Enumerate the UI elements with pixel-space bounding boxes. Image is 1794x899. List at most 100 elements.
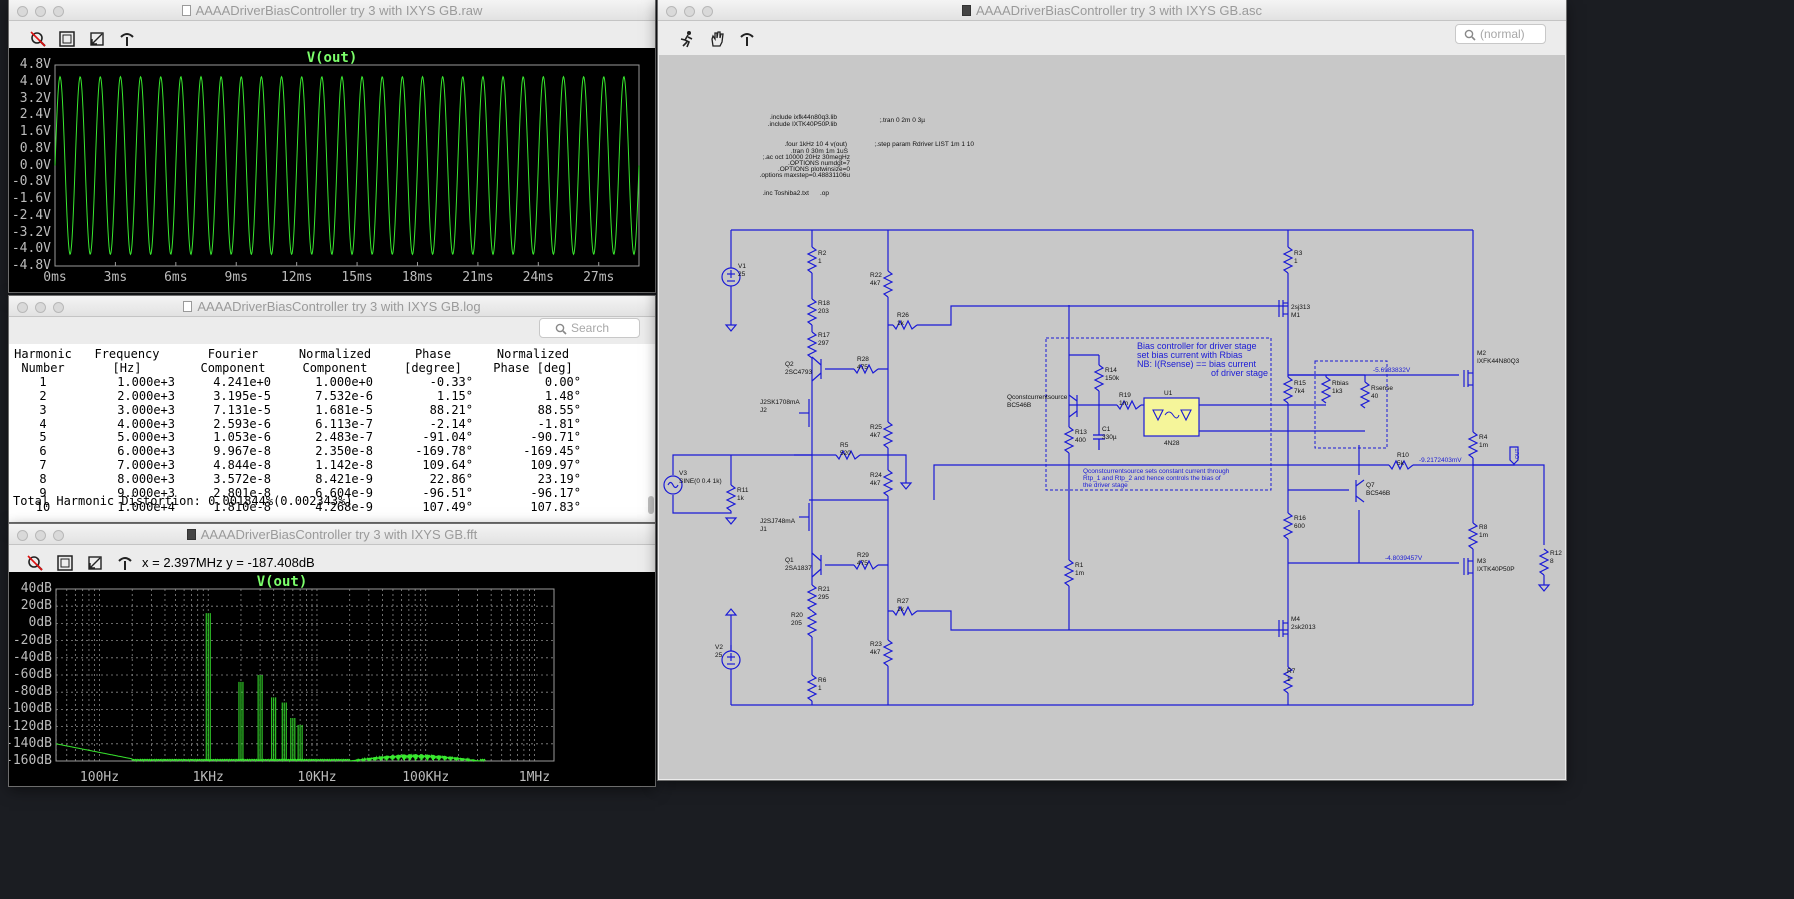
waveform-trace [54, 64, 640, 267]
minimize-button[interactable] [35, 530, 46, 541]
component-name: C1 [1102, 426, 1111, 433]
close-button[interactable] [17, 530, 28, 541]
component-value: 1k [897, 320, 905, 327]
note-text: the driver stage [1083, 482, 1128, 489]
minimize-button[interactable] [684, 6, 695, 17]
table-cell: 1.000e+4 [117, 499, 175, 514]
schematic-titlebar[interactable]: AAAADriverBiasController try 3 with IXYS… [658, 0, 1566, 21]
annotation-boxes [1045, 337, 1388, 491]
component-value: 330µ [1102, 434, 1117, 441]
raw-titlebar[interactable]: AAAADriverBiasController try 3 with IXYS… [9, 0, 655, 21]
table-cell: 1.48° [544, 388, 581, 403]
component-name: U1 [1164, 390, 1173, 397]
component-name: R15 [1294, 380, 1306, 387]
zoom-button[interactable] [53, 6, 64, 17]
zoom-back-icon[interactable] [84, 552, 106, 574]
zoom-button[interactable] [53, 302, 64, 313]
resistor-r-bias [1320, 376, 1332, 404]
resistor-r13 [1063, 426, 1075, 454]
zoom-off-icon[interactable] [24, 552, 46, 574]
run-icon[interactable] [676, 28, 698, 50]
close-button[interactable] [666, 6, 677, 17]
table-cell: -0.33° [429, 374, 473, 389]
resistor-r27 [892, 605, 918, 617]
raw-window: AAAADriverBiasController try 3 with IXYS… [9, 0, 655, 292]
resistor-r24 [882, 469, 894, 497]
resistor-r26 [892, 319, 918, 331]
out-flag-label: OUT [1515, 448, 1521, 459]
zoom-button[interactable] [702, 6, 713, 17]
resistor-r7 [1282, 666, 1294, 694]
pan-hand-icon[interactable] [706, 28, 728, 50]
y-tick-label: 3.2V [19, 90, 51, 106]
log-titlebar[interactable]: AAAADriverBiasController try 3 with IXYS… [9, 296, 655, 317]
component-value: 297 [818, 340, 829, 347]
directive-text: .inc Toshiba2.txt [763, 190, 810, 197]
zoom-full-icon[interactable] [54, 552, 76, 574]
component-name: R23 [870, 641, 882, 648]
schematic-canvas[interactable]: .include ixfk44n80q3.lib .include IXTK40… [659, 55, 1565, 779]
fft-noise-trace [55, 743, 486, 763]
component-value: 295 [818, 594, 829, 601]
table-cell: -96.51° [422, 486, 473, 501]
zoom-off-icon[interactable] [27, 28, 49, 50]
component-value: 2sk2013 [1291, 624, 1316, 631]
directive-text: .OPTIONS numdgt=7 [788, 160, 850, 167]
window-controls [17, 528, 71, 546]
minimize-button[interactable] [35, 302, 46, 313]
component-name: Qconstcurrentsource [1007, 394, 1068, 401]
document-icon [181, 5, 191, 16]
probe-icon[interactable] [116, 28, 138, 50]
resistor-r1 [1063, 559, 1075, 587]
note-text: Qconstcurrentsource sets constant curren… [1083, 468, 1230, 475]
column-header: Normalized [298, 347, 372, 361]
close-button[interactable] [17, 302, 28, 313]
component-value: 25 [715, 652, 723, 659]
optocoupler-u1 [1143, 397, 1200, 437]
component-name: V1 [738, 263, 746, 270]
thd-line: Total Harmonic Distortion: 0.001844%(0.0… [13, 494, 353, 508]
x-tick-label: 21ms [462, 270, 494, 285]
document-icon [183, 301, 193, 312]
zoom-full-icon[interactable] [56, 28, 78, 50]
table-cell: 8.421e-9 [315, 472, 373, 487]
document-icon [186, 529, 196, 540]
component-value: 1m [1479, 442, 1488, 449]
component-value: 475 [857, 560, 868, 567]
component-value: 1 [1287, 676, 1291, 683]
fft-toolbar: x = 2.397MHz y = -187.408dB [9, 545, 655, 579]
bias-note: Bias controller for driver stage set bia… [1137, 341, 1268, 378]
component-name: Q2 [785, 361, 794, 368]
schematic-search-field[interactable]: (normal) [1455, 24, 1546, 44]
table-cell: 2.350e-8 [315, 444, 373, 459]
zoom-button[interactable] [53, 530, 64, 541]
directive-text: ;.tran 0 2m 0 3µ [879, 117, 925, 124]
zoom-back-icon[interactable] [86, 28, 108, 50]
component-name: R4 [1479, 434, 1488, 441]
directive-text: .op [820, 190, 829, 197]
fft-window-title: AAAADriverBiasController try 3 with IXYS… [200, 527, 478, 542]
fft-titlebar[interactable]: AAAADriverBiasController try 3 with IXYS… [9, 524, 655, 545]
table-cell: 22.86° [429, 472, 473, 487]
voltage-label: -5.6983832V [1373, 367, 1411, 374]
close-button[interactable] [17, 6, 28, 17]
log-search-field[interactable]: Search [539, 318, 640, 338]
table-cell: 1.810e-8 [213, 499, 271, 514]
probe-icon[interactable] [114, 552, 136, 574]
probe-icon[interactable] [736, 28, 758, 50]
minimize-button[interactable] [35, 6, 46, 17]
log-scrollbar[interactable] [648, 496, 654, 514]
component-value: IXFK44N80Q3 [1477, 358, 1520, 365]
table-cell: 6 [39, 444, 47, 459]
component-name: R6 [818, 677, 827, 684]
resistor-r8 [1467, 522, 1479, 550]
table-cell: 5 [39, 430, 47, 445]
